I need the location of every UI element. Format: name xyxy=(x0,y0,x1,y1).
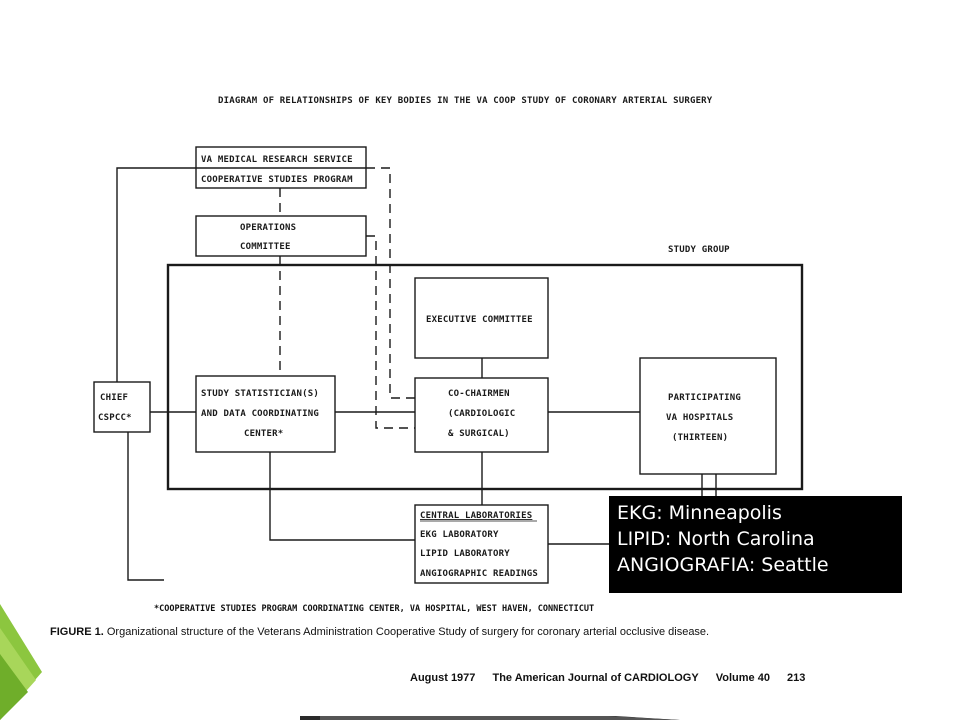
journal-volume: Volume 40 xyxy=(715,672,770,684)
journal-date: August 1977 xyxy=(410,672,476,684)
diagram-title: DIAGRAM OF RELATIONSHIPS OF KEY BODIES I… xyxy=(218,96,713,106)
svg-text:VA MEDICAL RESEARCH SERVICE: VA MEDICAL RESEARCH SERVICE xyxy=(201,155,353,165)
journal-name: The American Journal of CARDIOLOGY xyxy=(492,672,699,684)
svg-text:LIPID LABORATORY: LIPID LABORATORY xyxy=(420,549,510,559)
overlay-line-angiografia: ANGIOGRAFIA: Seattle xyxy=(617,554,829,576)
svg-text:COOPERATIVE STUDIES PROGRAM: COOPERATIVE STUDIES PROGRAM xyxy=(201,175,353,185)
node-central-laboratories: CENTRAL LABORATORIES EKG LABORATORY LIPI… xyxy=(414,504,549,584)
solid-connectors xyxy=(116,167,717,581)
svg-text:OPERATIONS: OPERATIONS xyxy=(240,223,296,233)
journal-footer: August 1977 The American Journal of CARD… xyxy=(410,672,819,684)
decorative-green-arrows xyxy=(0,604,42,720)
svg-text:COMMITTEE: COMMITTEE xyxy=(240,242,291,252)
node-chief-cspcc: CHIEF CSPCC* xyxy=(93,381,151,433)
journal-page: 213 xyxy=(787,672,806,684)
svg-text:EKG LABORATORY: EKG LABORATORY xyxy=(420,530,499,540)
diagram-footnote: *COOPERATIVE STUDIES PROGRAM COORDINATIN… xyxy=(154,604,595,614)
svg-text:AND DATA COORDINATING: AND DATA COORDINATING xyxy=(201,409,319,419)
node-operations-committee: OPERATIONS COMMITTEE xyxy=(195,215,367,257)
svg-text:CSPCC*: CSPCC* xyxy=(98,413,132,423)
overlay-line-ekg: EKG: Minneapolis xyxy=(617,502,782,524)
svg-text:CENTER*: CENTER* xyxy=(244,429,283,439)
node-participating-hospitals: PARTICIPATING VA HOSPITALS (THIRTEEN) xyxy=(639,357,777,475)
svg-text:CHIEF: CHIEF xyxy=(100,393,128,403)
svg-text:(THIRTEEN): (THIRTEEN) xyxy=(672,433,728,443)
svg-text:& SURGICAL): & SURGICAL) xyxy=(448,429,510,439)
figure-caption: FIGURE 1. Organizational structure of th… xyxy=(50,626,709,638)
study-group-boundary xyxy=(166,263,804,491)
svg-text:VA HOSPITALS: VA HOSPITALS xyxy=(666,413,733,423)
dashed-connectors xyxy=(279,167,415,429)
node-study-statistician: STUDY STATISTICIAN(S) AND DATA COORDINAT… xyxy=(195,375,336,453)
lab-locations-overlay: EKG: Minneapolis LIPID: North Carolina A… xyxy=(609,496,902,593)
svg-text:ANGIOGRAPHIC READINGS: ANGIOGRAPHIC READINGS xyxy=(420,569,538,579)
figure-caption-text: Organizational structure of the Veterans… xyxy=(106,626,710,638)
overlay-line-lipid: LIPID: North Carolina xyxy=(617,528,815,550)
svg-text:(CARDIOLOGIC: (CARDIOLOGIC xyxy=(448,409,515,419)
node-executive-committee: EXECUTIVE COMMITTEE xyxy=(414,277,549,359)
svg-text:CENTRAL LABORATORIES: CENTRAL LABORATORIES xyxy=(420,511,532,521)
svg-text:EXECUTIVE COMMITTEE: EXECUTIVE COMMITTEE xyxy=(426,315,533,325)
study-group-label: STUDY GROUP xyxy=(668,245,730,255)
node-co-chairmen: CO-CHAIRMEN (CARDIOLOGIC & SURGICAL) xyxy=(414,377,549,453)
figure-caption-label: FIGURE 1. xyxy=(50,626,104,638)
node-va-research: VA MEDICAL RESEARCH SERVICE COOPERATIVE … xyxy=(195,146,367,189)
svg-text:PARTICIPATING: PARTICIPATING xyxy=(668,393,741,403)
svg-text:CO-CHAIRMEN: CO-CHAIRMEN xyxy=(448,389,510,399)
svg-text:STUDY STATISTICIAN(S): STUDY STATISTICIAN(S) xyxy=(201,389,319,399)
